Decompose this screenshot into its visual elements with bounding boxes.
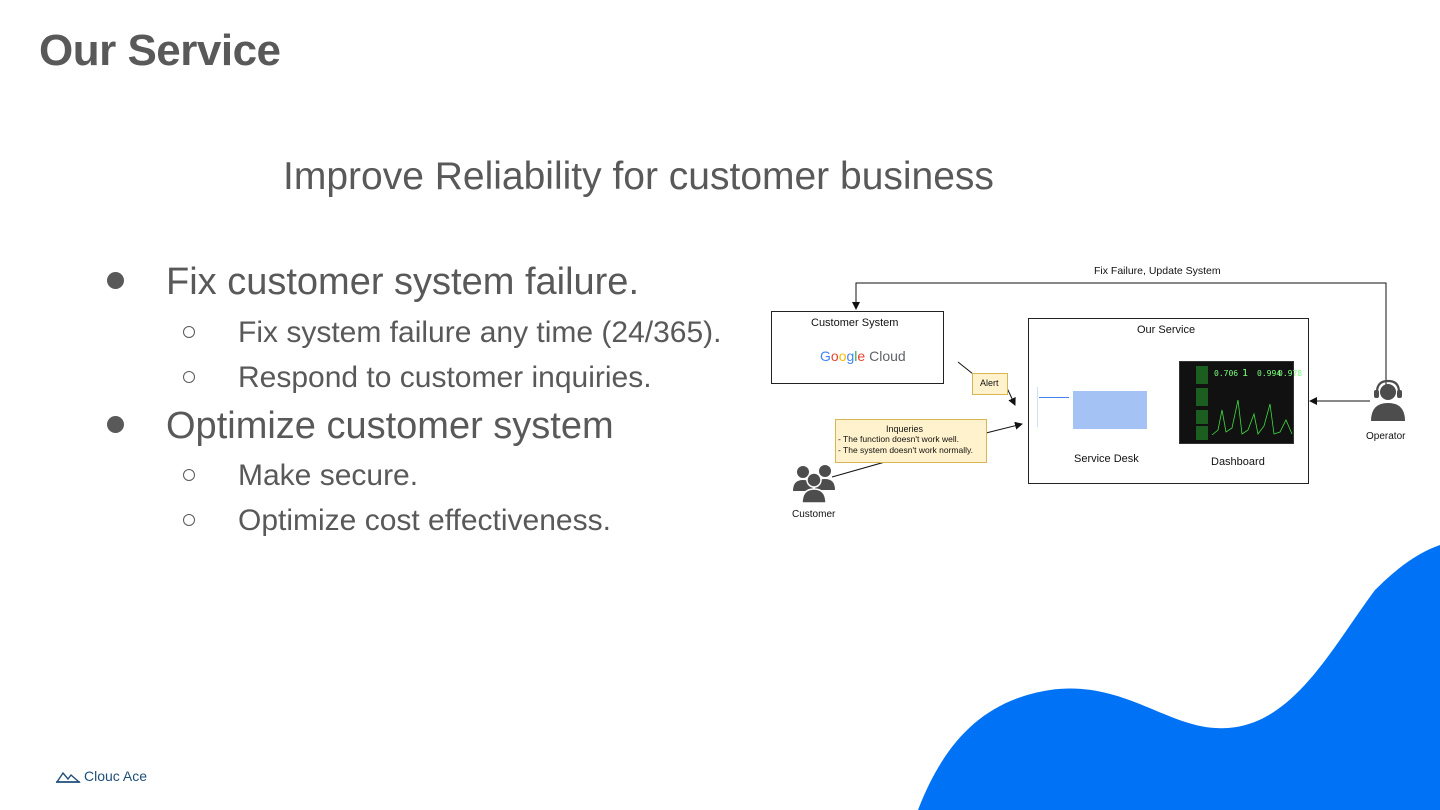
slide-title: Our Service [39, 26, 281, 75]
bullet-ring-icon [183, 469, 195, 481]
bullet-dot-icon [107, 416, 124, 433]
service-diagram: Fix Failure, Update System Customer Syst… [760, 258, 1440, 538]
dashboard-tile [1196, 410, 1208, 424]
service-desk-label: Service Desk [1074, 453, 1139, 465]
customer-system-box: Customer System Google Cloud [771, 311, 944, 384]
customer-group-icon [793, 465, 835, 504]
sub-bullet-text: Fix system failure any time (24/365). [238, 316, 722, 349]
inquiries-line: - The system doesn't work normally. [838, 445, 973, 455]
dashboard-value: 0.994 [1257, 369, 1282, 378]
dashboard-tile [1196, 366, 1208, 384]
slide-subtitle: Improve Reliability for customer busines… [283, 155, 994, 198]
feedback-arrow-label: Fix Failure, Update System [1094, 265, 1221, 277]
inquiries-title: Inqueries [886, 424, 924, 434]
dashboard-value: 0.978 [1278, 369, 1303, 378]
company-logo: Clouc Ace [55, 768, 147, 784]
dashboard-label: Dashboard [1211, 456, 1265, 468]
dashboard-value: 1 [1242, 368, 1249, 379]
sub-bullet-text: Make secure. [238, 459, 419, 492]
our-service-label: Our Service [1137, 324, 1196, 336]
bullet-text: Fix customer system failure. [166, 261, 639, 303]
bullet-ring-icon [183, 326, 195, 338]
dashboard-screenshot: 0.706 1 0.994 0.978 [1179, 361, 1302, 444]
bullet-ring-icon [183, 371, 195, 383]
inquiries-line: - The function doesn't work well. [838, 434, 959, 444]
google-cloud-logo: Google Cloud [820, 348, 906, 364]
dashboard-spark-chart [1211, 399, 1293, 436]
bullet-ring-icon [183, 514, 195, 526]
alert-label: Alert [980, 378, 999, 388]
alert-arrow [957, 361, 1015, 405]
wave-shape [918, 545, 1440, 810]
inquiries-note: Inqueries - The function doesn't work we… [835, 419, 987, 463]
operator-label: Operator [1366, 431, 1406, 442]
service-desk-sidebar [1037, 387, 1066, 427]
dashboard-tile [1196, 388, 1208, 406]
customer-system-label: Customer System [811, 317, 899, 329]
service-desk-line [1039, 397, 1069, 398]
sub-bullet-text: Optimize cost effectiveness. [238, 504, 611, 537]
bullet-text: Optimize customer system [166, 405, 614, 447]
sub-bullet-text: Respond to customer inquiries. [238, 361, 652, 394]
customer-label: Customer [792, 509, 836, 520]
feedback-arrow [852, 282, 1387, 388]
cloud-logo-icon [55, 772, 81, 783]
operator-headset-icon [1371, 379, 1405, 421]
dashboard-value: 0.706 [1214, 369, 1239, 378]
logo-text: Clouc Ace [84, 768, 148, 784]
our-service-box: Our Service Service Desk 0.706 1 0.994 0… [1028, 318, 1309, 484]
dashboard-tile [1196, 426, 1208, 440]
bullet-dot-icon [107, 272, 124, 289]
service-desk-screenshot [1037, 383, 1149, 433]
alert-note: Alert [972, 373, 1008, 395]
service-desk-panel [1073, 391, 1147, 429]
